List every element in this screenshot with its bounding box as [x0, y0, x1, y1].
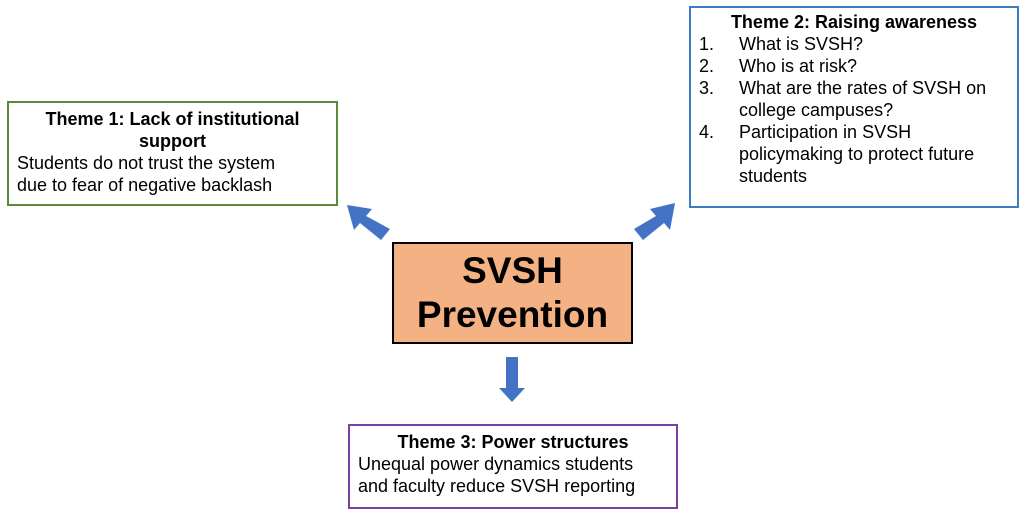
item-number: 2. [699, 56, 715, 76]
item-text: What is SVSH? [739, 34, 864, 54]
list-item: 1. What is SVSH? [699, 33, 1009, 55]
item-number: 4. [699, 122, 715, 142]
theme1-box: Theme 1: Lack of institutional support S… [7, 101, 338, 206]
theme1-title: Theme 1: Lack of institutional support [17, 108, 328, 152]
theme1-body-line: due to fear of negative backlash [17, 175, 273, 195]
item-text: college campuses? [739, 100, 894, 120]
item-text: Who is at risk? [739, 56, 858, 76]
item-number: 1. [699, 34, 715, 54]
item-text: What are the rates of SVSH on [739, 78, 987, 98]
theme2-box: Theme 2: Raising awareness 1. What is SVS… [689, 6, 1019, 208]
arrow-to-theme3-icon [499, 357, 525, 402]
theme3-title: Theme 3: Power structures [397, 432, 629, 452]
center-title-line: SVSH [462, 250, 563, 291]
theme3-body-line: Unequal power dynamics students [358, 454, 634, 474]
theme1-title-line: support [139, 131, 206, 151]
theme1-title-line: Theme 1: Lack of institutional [45, 109, 300, 129]
item-text: policymaking to protect future [739, 144, 975, 164]
item-number: 3. [699, 78, 715, 98]
theme3-body-line: and faculty reduce SVSH reporting [358, 476, 636, 496]
arrow-to-theme2-icon [634, 203, 675, 240]
item-text: students [739, 166, 808, 186]
svsh-prevention-box: SVSH Prevention [392, 242, 633, 344]
theme2-title: Theme 2: Raising awareness [730, 12, 978, 32]
center-title-line: Prevention [416, 294, 609, 335]
theme2-list: 1. What is SVSH? 2. Who is at risk? 3. What… [699, 33, 1009, 187]
arrow-to-theme1-icon [347, 205, 390, 240]
list-item: 2. Who is at risk? [699, 55, 1009, 77]
item-text: Participation in SVSH [739, 122, 912, 142]
theme3-box: Theme 3: Power structures Unequal power … [348, 424, 678, 509]
theme1-body-line: Students do not trust the system [17, 153, 276, 173]
